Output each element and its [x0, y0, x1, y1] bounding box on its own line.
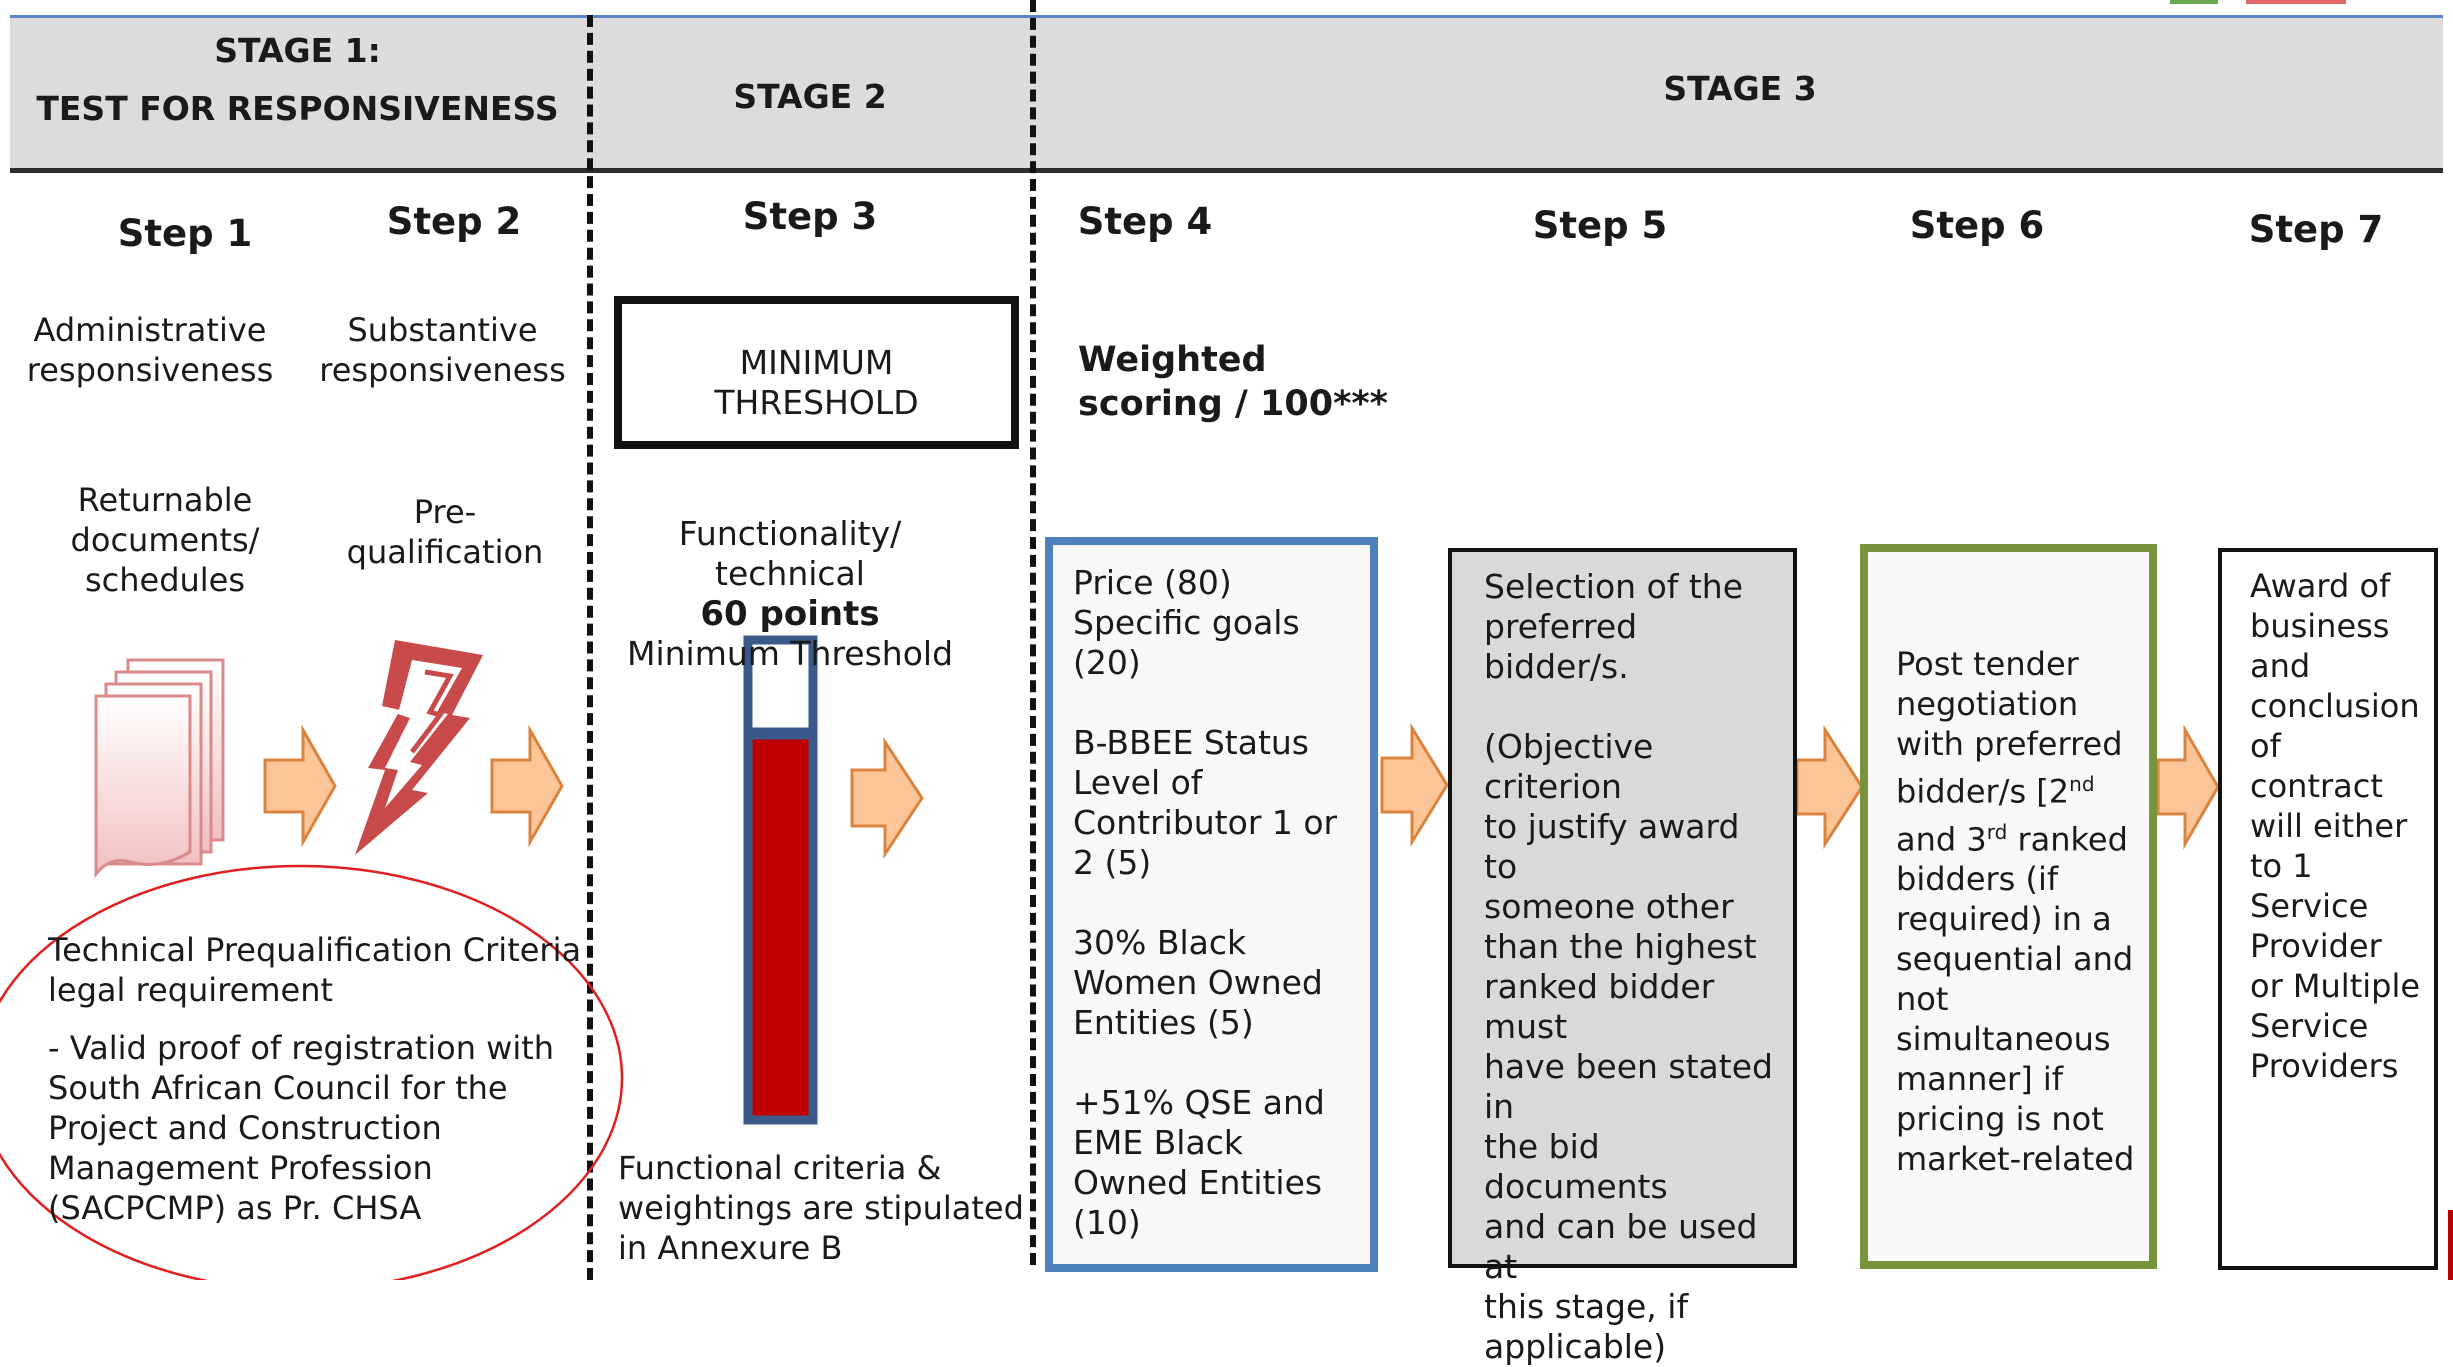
- text-line: conclusion: [2250, 687, 2420, 725]
- text-line: Award of: [2250, 567, 2391, 605]
- text-line: Service: [2250, 887, 2369, 925]
- text-line: (20): [1073, 643, 1141, 682]
- threshold-thermometer: [743, 635, 818, 1125]
- stage-separator-2: [1030, 0, 1036, 1265]
- text-line: Provider: [2250, 927, 2382, 965]
- text-line: have been stated in: [1484, 1046, 1773, 1126]
- functionality-label: Functionality/ technical 60 points Minim…: [626, 514, 954, 673]
- text-line: business: [2250, 607, 2390, 645]
- step-2-heading: Step 2: [386, 200, 522, 243]
- step-1-heading: Step 1: [117, 212, 253, 255]
- text-line: and: [2250, 647, 2311, 685]
- text-line: or Multiple: [2250, 967, 2421, 1005]
- arrow-right-icon: [490, 724, 564, 848]
- weighted-scoring-box: Price (80)Specific goals(20) B-BBEE Statu…: [1045, 537, 1378, 1272]
- text-line: B-BBEE Status: [1073, 723, 1309, 762]
- text-line: this stage, if: [1484, 1286, 1689, 1326]
- stage-header-band: [10, 15, 2443, 173]
- text-line: Level of: [1073, 763, 1203, 802]
- text-line: applicable): [1484, 1326, 1667, 1366]
- step-4-heading: Step 4: [1077, 200, 1213, 243]
- text-line: Contributor 1 or: [1073, 803, 1338, 842]
- post-tender-negotiation-box: Post tender negotiation with preferred b…: [1860, 544, 2157, 1269]
- text-line: Women Owned: [1073, 963, 1323, 1002]
- text-line: Selection of the: [1484, 567, 1744, 606]
- arrow-right-icon: [263, 724, 337, 848]
- text-line: (10): [1073, 1203, 1141, 1242]
- text-line: to 1: [2250, 847, 2313, 885]
- step-3-heading: Step 3: [742, 195, 878, 238]
- text-line: Entities (5): [1073, 1003, 1254, 1042]
- text-line: [1073, 683, 1370, 723]
- step-6-heading: Step 6: [1909, 204, 2045, 247]
- text-line: the bid documents: [1484, 1126, 1668, 1206]
- text-line: [1073, 1043, 1370, 1083]
- text-line: (Objective criterion: [1484, 726, 1654, 806]
- lightning-icon: [355, 640, 483, 855]
- prequalification-label: Pre-qualification: [346, 493, 544, 571]
- arrow-right-icon: [850, 737, 924, 859]
- arrow-right-icon: [1795, 724, 1864, 850]
- minimum-threshold-box: MINIMUM THRESHOLD: [614, 296, 1019, 449]
- prequalification-criteria-note: Technical Prequalification Criteria lega…: [48, 931, 582, 1227]
- text-line: EME Black: [1073, 1123, 1243, 1162]
- stage-separator-1: [587, 15, 593, 1280]
- weighted-scoring-heading: Weighted scoring / 100***: [1078, 340, 1388, 424]
- documents-icon: [94, 658, 225, 879]
- text-line: and can be used at: [1484, 1206, 1758, 1286]
- text-line: Specific goals: [1073, 603, 1300, 642]
- text-line: [1484, 687, 1775, 727]
- text-line: +51% QSE and: [1073, 1083, 1325, 1122]
- text-line: Owned Entities: [1073, 1163, 1323, 1202]
- text-line: ranked bidder must: [1484, 966, 1715, 1046]
- text-line: preferred bidder/s.: [1484, 607, 1638, 686]
- text-line: 2 (5): [1073, 843, 1152, 882]
- text-line: Providers: [2250, 1047, 2399, 1085]
- functional-criteria-note: Functional criteria & weightings are sti…: [618, 1149, 1024, 1267]
- text-line: [1073, 883, 1370, 923]
- stage-2-title: STAGE 2: [733, 77, 887, 116]
- text-line: to justify award to: [1484, 806, 1740, 886]
- text-line: someone other: [1484, 886, 1734, 926]
- text-line: of: [2250, 727, 2281, 765]
- text-line: Service: [2250, 1007, 2369, 1045]
- arrow-right-icon: [2156, 724, 2220, 850]
- text-line: than the highest: [1484, 926, 1757, 966]
- text-line: contract: [2250, 767, 2383, 805]
- text-line: Price (80): [1073, 563, 1232, 602]
- stage-3-title: STAGE 3: [1663, 69, 1817, 108]
- prequalification-highlight-ellipse: [0, 864, 624, 1280]
- stage-1-title: STAGE 1: TEST FOR RESPONSIVENESS: [36, 31, 559, 128]
- step-5-heading: Step 5: [1532, 204, 1668, 247]
- step-7-heading: Step 7: [2248, 208, 2384, 251]
- diagram-graphics: [0, 0, 2453, 1280]
- text-line: 30% Black: [1073, 923, 1247, 962]
- arrow-right-icon: [1380, 722, 1449, 848]
- text-line: will either: [2250, 807, 2408, 845]
